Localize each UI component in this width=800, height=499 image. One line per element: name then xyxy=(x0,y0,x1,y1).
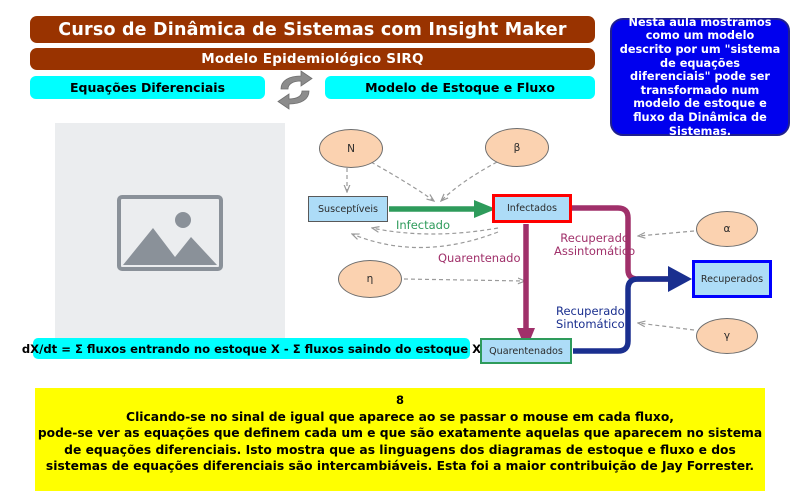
lesson-callout-box: Nesta aula mostramos como um modelo desc… xyxy=(610,15,790,138)
stock-flow-model-bar[interactable]: Modelo de Estoque e Fluxo xyxy=(325,76,595,99)
differential-equations-label: Equações Diferenciais xyxy=(69,80,226,95)
footer-note: 8 Clicando-se no sinal de igual que apar… xyxy=(35,388,765,491)
model-subtitle-text: Modelo Epidemiológico SIRQ xyxy=(201,51,424,67)
variable-eta[interactable]: η xyxy=(338,260,402,298)
swap-arrows-icon xyxy=(271,70,319,110)
flow-label-rec-assint-line1: Recuperado xyxy=(560,231,629,245)
variable-alpha-label: α xyxy=(723,223,731,235)
flow-label-quarentenado: Quarentenado xyxy=(438,252,520,265)
variable-n-label: N xyxy=(347,142,355,155)
footer-line-2: pode-se ver as equações que definem cada… xyxy=(37,426,763,440)
variable-eta-label: η xyxy=(366,273,374,285)
footer-line-3: de equações diferenciais. Isto mostra qu… xyxy=(64,442,736,457)
footer-line-1: Clicando-se no sinal de igual que aparec… xyxy=(126,409,674,424)
footer-line-4: sistemas de equações diferenciais são in… xyxy=(45,459,755,473)
flow-label-quarentenado-text: Quarentenado xyxy=(438,251,521,265)
flow-infectado xyxy=(389,200,496,218)
stock-susceptiveis-label: Susceptíveis xyxy=(317,203,379,215)
variable-beta-label: β xyxy=(513,141,521,154)
variable-n[interactable]: N xyxy=(319,129,383,168)
broken-image-icon xyxy=(117,195,223,271)
flow-label-recuperado-assintomatico: Recuperado Assintomático xyxy=(554,232,635,257)
variable-gamma-label: γ xyxy=(723,330,731,342)
stock-equation-text: dX/dt = Σ fluxos entrando no estoque X -… xyxy=(21,341,482,356)
flow-label-recuperado-sintomatico: Recuperado Sintomático xyxy=(556,305,625,330)
stock-quarentenados-label: Quarentenados xyxy=(489,345,563,357)
stock-quarentenados[interactable]: Quarentenados xyxy=(480,338,572,364)
flow-label-rec-assint-line2: Assintomático xyxy=(554,243,636,258)
flow-quarentenado xyxy=(517,224,535,350)
image-placeholder xyxy=(55,123,285,343)
lesson-callout-text: Nesta aula mostramos como um modelo desc… xyxy=(619,15,781,138)
stock-infectados-label: Infectados xyxy=(506,203,558,214)
variable-beta[interactable]: β xyxy=(485,128,549,167)
variable-gamma[interactable]: γ xyxy=(696,318,758,354)
flow-label-infectado: Infectado xyxy=(396,219,450,232)
stock-infectados[interactable]: Infectados xyxy=(492,194,572,223)
page-number: 8 xyxy=(395,393,404,407)
differential-equations-bar[interactable]: Equações Diferenciais xyxy=(30,76,265,99)
stock-flow-model-label: Modelo de Estoque e Fluxo xyxy=(365,80,555,95)
stock-susceptiveis[interactable]: Susceptíveis xyxy=(308,196,388,222)
variable-alpha[interactable]: α xyxy=(696,211,758,247)
stock-recuperados[interactable]: Recuperados xyxy=(692,260,772,298)
flow-label-infectado-text: Infectado xyxy=(396,218,451,232)
stock-equation-bar: dX/dt = Σ fluxos entrando no estoque X -… xyxy=(22,338,481,359)
course-title-text: Curso de Dinâmica de Sistemas com Insigh… xyxy=(58,19,567,40)
course-title-bar: Curso de Dinâmica de Sistemas com Insigh… xyxy=(30,16,595,43)
flow-label-rec-sint-line2: Sintomático xyxy=(556,316,625,331)
model-subtitle-bar: Modelo Epidemiológico SIRQ xyxy=(30,48,595,70)
stock-recuperados-label: Recuperados xyxy=(700,273,764,285)
flow-label-rec-sint-line1: Recuperado xyxy=(556,304,625,318)
